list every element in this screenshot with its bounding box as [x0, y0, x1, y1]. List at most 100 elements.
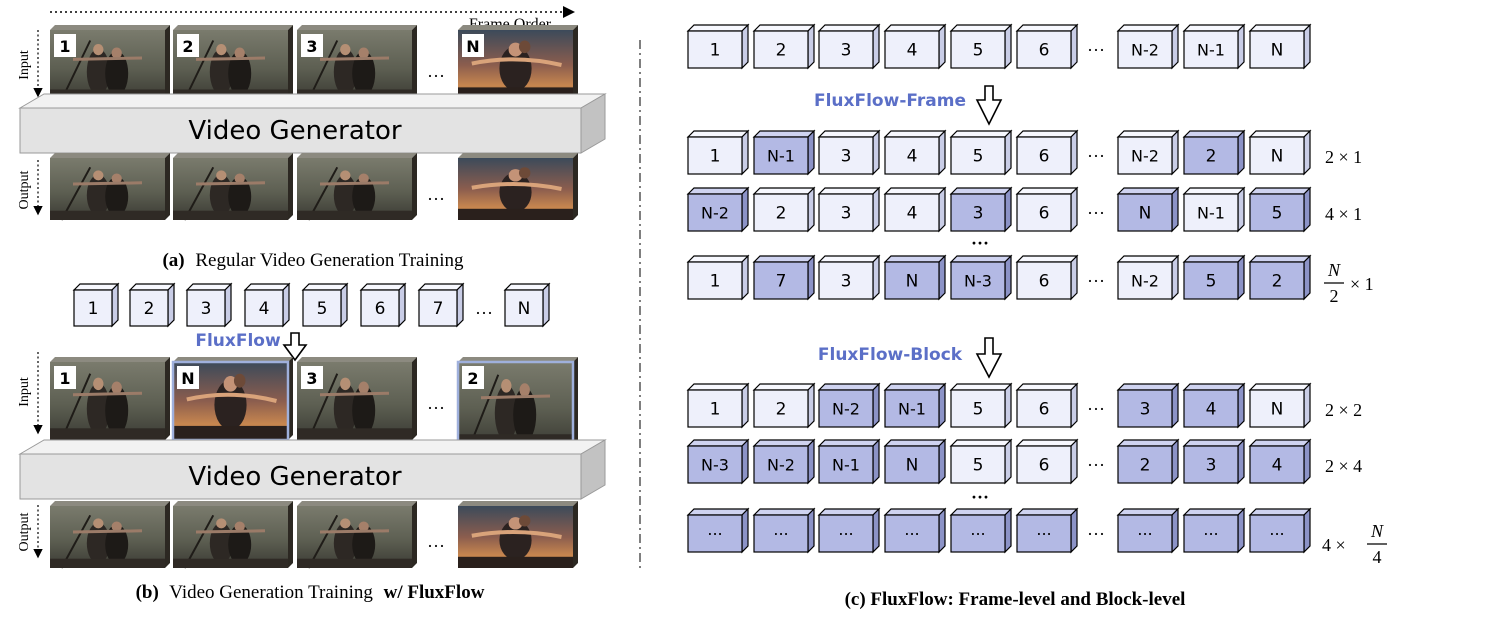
frame-row-2-box-6: 6 [1015, 186, 1079, 233]
frame-row-2-box-2: 2 [752, 186, 816, 233]
frame-row-3-box-3-label: 3 [841, 272, 852, 292]
top-row-ellipsis-b: ··· [475, 303, 493, 323]
block-row-2-box-6: 6 [1015, 438, 1079, 485]
block-row-2-box-9-label: 4 [1272, 456, 1283, 476]
block-row-3-box-8-label: ··· [1203, 524, 1218, 543]
block-row-1-box-2: 2 [752, 382, 816, 429]
output-label-b: Output [17, 512, 32, 551]
top-box-b-3-label: 3 [201, 299, 212, 319]
frame-row-2-box-5-label: 3 [973, 204, 984, 224]
output-frames-b: ··· [50, 501, 578, 569]
input-frame-a-3: 3 [297, 25, 417, 101]
frame-row-3-box-1: 1 [686, 254, 750, 301]
frame-row-2-box-6-label: 6 [1039, 204, 1050, 224]
top-box-b-6-label: 6 [375, 299, 386, 319]
frame-row-3-box-3: 3 [817, 254, 881, 301]
input-frame-a-1-badge-label: 1 [59, 37, 70, 56]
input-frame-b-4-badge: 2 [462, 366, 484, 389]
frame-row-3-box-4: N [883, 254, 947, 301]
frame-row-3-box-5: N-3 [949, 254, 1013, 301]
input-frame-a-4-badge: N [462, 34, 484, 57]
input-label-b: Input [17, 377, 32, 407]
input-frame-b-3-badge: 3 [301, 366, 323, 389]
frame-row-1-box-8-label: 2 [1206, 147, 1217, 167]
block-row-3-box-6: ··· [1015, 507, 1079, 554]
block-row-2-box-5: 5 [949, 438, 1013, 485]
output-frames-a: ··· [50, 153, 578, 221]
input-frame-b-3: 3 [297, 357, 417, 441]
frame-row-3-box-5-label: N-3 [964, 271, 992, 290]
top-box-b-3: 3 [185, 282, 233, 328]
top-box-b-9-label: N [518, 299, 531, 319]
input-frame-a-2: 2 [173, 25, 293, 101]
input-frame-a-1: 1 [50, 25, 170, 101]
generator-label-b: Video Generator [188, 462, 401, 492]
top-box-b-2: 2 [128, 282, 176, 328]
block-row-1-ellipsis: ··· [1087, 399, 1105, 419]
input-ellipsis-b: ··· [427, 398, 445, 418]
top-box-b-9: N [503, 282, 551, 328]
input-frame-a-1-badge: 1 [54, 34, 76, 57]
frame-row-1-box-3: 3 [817, 129, 881, 176]
top-box-b-5: 5 [301, 282, 349, 328]
sequence-row-box-4: 4 [883, 23, 947, 70]
top-box-b-6: 6 [359, 282, 407, 328]
frame-row-2-factor-text: 4 × 1 [1325, 204, 1362, 224]
input-frame-b-1-badge-label: 1 [59, 369, 70, 388]
block-row-1-box-4-label: N-1 [898, 399, 926, 418]
frame-row-3-box-9: 2 [1248, 254, 1312, 301]
block-row-1-box-3: N-2 [817, 382, 881, 429]
block-row-3-box-7-label: ··· [1137, 524, 1152, 543]
sequence-row-box-8: N-1 [1182, 23, 1246, 70]
output-frame-a-4 [458, 153, 578, 220]
sequence-row-box-2: 2 [752, 23, 816, 70]
frame-row-3-factor: N2× 1 [1324, 260, 1374, 306]
frame-row-2-box-7-label: N [1139, 204, 1152, 224]
output-frame-a-1 [50, 153, 170, 221]
frame-row-1-box-9: N [1248, 129, 1312, 176]
frame-row-2-box-2-label: 2 [776, 204, 787, 224]
sequence-row-box-7-label: N-2 [1131, 40, 1159, 59]
frame-row-3-box-7: N-2 [1116, 254, 1180, 301]
block-row-1-box-7-label: 3 [1140, 400, 1151, 420]
block-row-3-box-2-label: ··· [773, 524, 788, 543]
caption-b: (b) Video Generation Training w/ FluxFlo… [136, 582, 485, 603]
vertical-ellipsis-frame: ··· [971, 233, 989, 253]
block-row-3-box-9-label: ··· [1269, 524, 1284, 543]
frame-row-1-box-2: N-1 [752, 129, 816, 176]
sequence-row-box-1-label: 1 [710, 41, 721, 61]
output-frame-a-3 [297, 153, 417, 221]
block-row-3-factor-num: N [1370, 521, 1384, 541]
block-row-1-box-7: 3 [1116, 382, 1180, 429]
output-frame-b-4 [458, 501, 578, 568]
block-row-3-box-1: ··· [686, 507, 750, 554]
frame-row-2-box-1-label: N-2 [701, 203, 729, 222]
sequence-row-box-1: 1 [686, 23, 750, 70]
sequence-row-box-9: N [1248, 23, 1312, 70]
block-row-1-factor: 2 × 2 [1325, 400, 1362, 420]
block-row-2-factor-text: 2 × 4 [1325, 456, 1362, 476]
frame-row-3-factor-num: N [1327, 260, 1341, 280]
caption-b-tag: (b) [136, 582, 159, 603]
frame-row-3-box-9-label: 2 [1272, 272, 1283, 292]
input-frame-a-2-badge-label: 2 [182, 37, 193, 56]
block-row-2-box-1: N-3 [686, 438, 750, 485]
frame-row-1-box-7-label: N-2 [1131, 146, 1159, 165]
video-generator-b: Video Generator [18, 439, 607, 500]
frame-row-3-box-8-label: 5 [1206, 272, 1217, 292]
block-row-2-ellipsis: ··· [1087, 455, 1105, 475]
top-box-b-7: 7 [417, 282, 465, 328]
block-row-2-box-6-label: 6 [1039, 456, 1050, 476]
generator-label-a: Video Generator [188, 116, 401, 146]
caption-a-text: Regular Video Generation Training [195, 250, 464, 271]
block-row-2-box-8: 3 [1182, 438, 1246, 485]
frame-row-1-box-2-label: N-1 [767, 146, 795, 165]
sequence-row-box-3: 3 [817, 23, 881, 70]
block-row-1-box-4: N-1 [883, 382, 947, 429]
